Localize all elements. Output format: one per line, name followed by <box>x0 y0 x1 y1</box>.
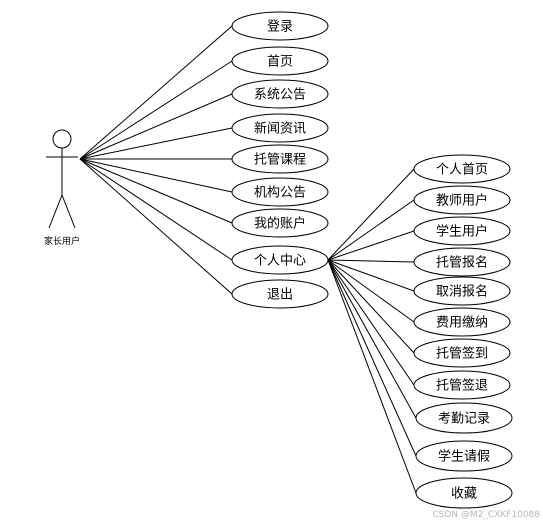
use-case-favorites[interactable]: 收藏 <box>415 477 513 509</box>
use-case-attendance[interactable]: 考勤记录 <box>415 402 513 434</box>
use-case-logout[interactable]: 退出 <box>231 279 329 309</box>
actor-associations <box>79 25 233 295</box>
watermark: CSDN @M2_CXKF10088 <box>432 510 540 520</box>
actor: 家长用户 <box>44 129 80 247</box>
use-case-label: 个人中心 <box>254 254 306 269</box>
use-case-teacher-user[interactable]: 教师用户 <box>413 185 511 215</box>
personal-center-associations <box>327 168 417 494</box>
use-case-label: 退出 <box>267 288 293 303</box>
actor-label: 家长用户 <box>44 235 80 247</box>
use-case-label: 费用缴纳 <box>436 316 488 331</box>
use-case-label: 机构公告 <box>254 186 306 201</box>
use-case-label: 登录 <box>267 20 293 35</box>
use-case-personal-center[interactable]: 个人中心 <box>231 245 329 275</box>
use-case-label: 托管签到 <box>436 346 488 362</box>
use-case-org-notice[interactable]: 机构公告 <box>231 177 329 207</box>
use-case-course[interactable]: 托管课程 <box>231 144 329 174</box>
use-case-news[interactable]: 新闻资讯 <box>231 113 329 143</box>
use-case-system-notice[interactable]: 系统公告 <box>231 79 329 109</box>
use-case-label: 首页 <box>267 55 293 70</box>
use-case-label: 托管课程 <box>254 153 306 168</box>
use-case-cancel-enroll[interactable]: 取消报名 <box>413 276 511 306</box>
actor-icon <box>46 129 78 229</box>
use-case-label: 托管报名 <box>436 255 488 271</box>
use-case-label: 新闻资讯 <box>254 121 306 137</box>
use-case-student-user[interactable]: 学生用户 <box>413 216 511 246</box>
use-case-label: 取消报名 <box>436 284 488 300</box>
use-case-enroll[interactable]: 托管报名 <box>413 247 511 277</box>
use-case-sign-out[interactable]: 托管签退 <box>413 370 511 400</box>
use-case-account[interactable]: 我的账户 <box>231 208 329 238</box>
use-case-login[interactable]: 登录 <box>231 11 329 41</box>
use-case-label: 学生请假 <box>438 449 490 465</box>
use-case-home[interactable]: 首页 <box>231 46 329 76</box>
use-case-label: 我的账户 <box>254 216 306 232</box>
use-case-label: 教师用户 <box>436 193 488 209</box>
use-case-personal-home[interactable]: 个人首页 <box>413 154 511 184</box>
use-case-label: 考勤记录 <box>438 412 490 427</box>
use-case-label: 系统公告 <box>254 88 306 103</box>
use-case-label: 托管签退 <box>436 378 488 394</box>
use-case-leave[interactable]: 学生请假 <box>415 440 513 472</box>
use-case-label: 个人首页 <box>436 163 488 178</box>
use-case-sign-in[interactable]: 托管签到 <box>413 338 511 368</box>
use-case-payment[interactable]: 费用缴纳 <box>413 307 511 337</box>
use-case-label: 学生用户 <box>436 224 488 240</box>
use-case-label: 收藏 <box>451 487 477 502</box>
